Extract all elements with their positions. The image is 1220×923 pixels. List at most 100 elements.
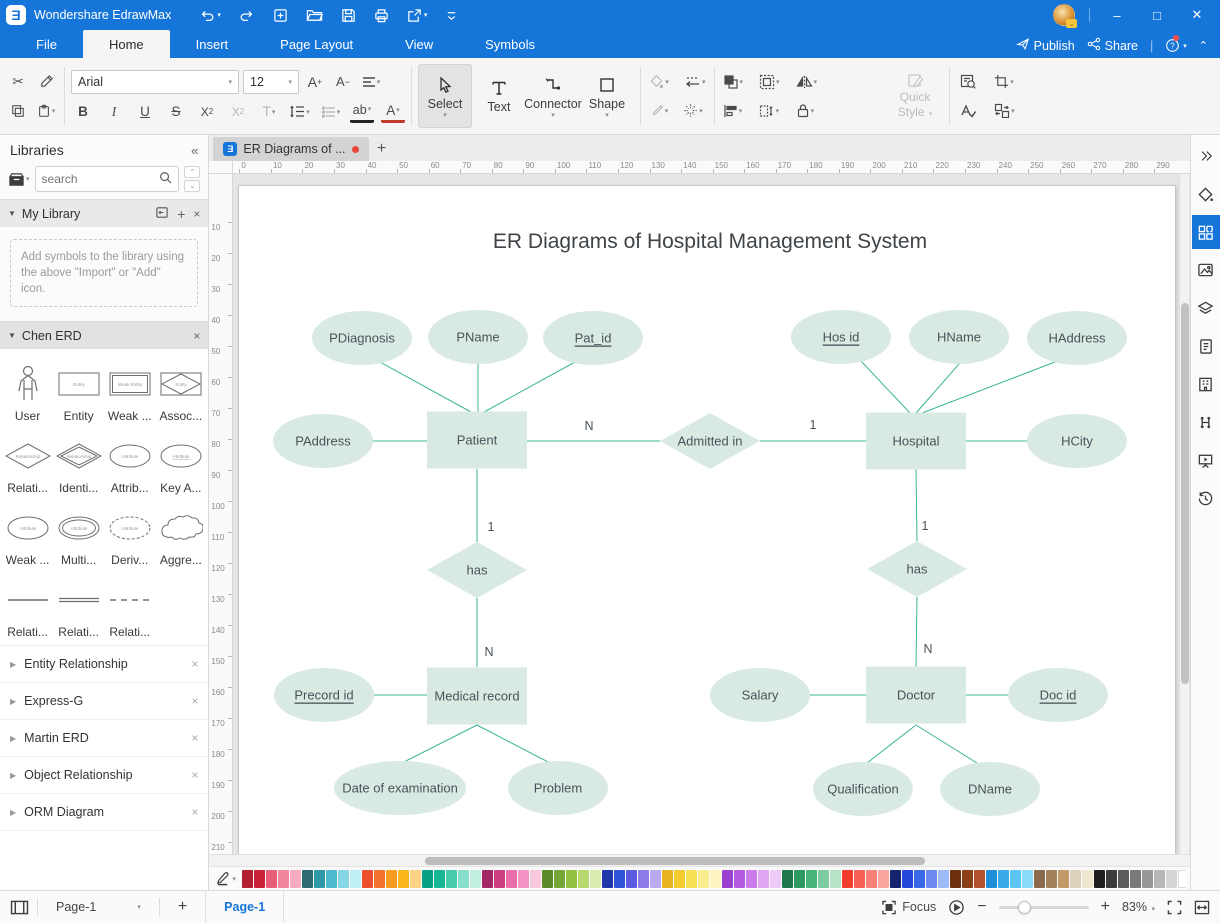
group-button[interactable]: ▾ bbox=[721, 71, 746, 93]
color-swatch[interactable] bbox=[781, 869, 793, 888]
color-swatch[interactable] bbox=[517, 869, 529, 888]
select-tool[interactable]: Select▾ bbox=[418, 64, 472, 128]
collapse-ribbon-button[interactable]: ⌃ bbox=[1198, 40, 1208, 52]
minimize-button[interactable]: – bbox=[1113, 7, 1121, 23]
scrollbar-thumb[interactable] bbox=[1181, 303, 1189, 684]
my-library-header[interactable]: ▼ My Library + × bbox=[0, 199, 209, 227]
color-swatch[interactable] bbox=[901, 869, 913, 888]
color-swatch[interactable] bbox=[457, 869, 469, 888]
bold-button[interactable]: B bbox=[78, 104, 88, 119]
strikethrough-button[interactable]: S bbox=[171, 104, 181, 119]
color-swatch[interactable] bbox=[349, 869, 361, 888]
symbol-line-solid[interactable]: Relati... bbox=[2, 571, 53, 643]
symbol-aggregation[interactable]: Aggre... bbox=[155, 499, 206, 571]
color-swatch[interactable] bbox=[373, 869, 385, 888]
menu-tab-home[interactable]: Home bbox=[82, 30, 170, 58]
er-node-admitted_in[interactable]: Admitted in bbox=[660, 413, 761, 469]
color-swatch[interactable] bbox=[805, 869, 817, 888]
line-spacing-button[interactable]: ▾ bbox=[288, 101, 312, 123]
color-swatch[interactable] bbox=[697, 869, 709, 888]
help-button[interactable]: ? ▾ bbox=[1165, 35, 1187, 53]
color-swatch[interactable] bbox=[397, 869, 409, 888]
layers-icon[interactable] bbox=[1192, 291, 1220, 325]
fill-color-button[interactable]: ▾ bbox=[647, 71, 671, 93]
close-section-icon[interactable]: × bbox=[191, 768, 199, 783]
color-swatch[interactable] bbox=[745, 869, 757, 888]
import-library-icon[interactable] bbox=[155, 206, 169, 222]
find-button[interactable] bbox=[956, 71, 980, 93]
color-swatch[interactable] bbox=[769, 869, 781, 888]
color-swatch[interactable] bbox=[1045, 869, 1057, 888]
connector-tool[interactable]: Connector▾ bbox=[524, 64, 582, 128]
container-button[interactable]: ▾ bbox=[757, 71, 782, 93]
zoom-out-button[interactable]: − bbox=[977, 898, 987, 915]
library-section-express-g[interactable]: ▶Express-G× bbox=[0, 683, 209, 721]
er-node-doctor[interactable]: Doctor bbox=[866, 666, 967, 724]
er-node-precord_id[interactable]: Precord id bbox=[274, 668, 375, 722]
er-node-pname[interactable]: PName bbox=[428, 310, 529, 364]
er-node-has2[interactable]: has bbox=[867, 541, 968, 597]
color-swatch[interactable] bbox=[925, 869, 937, 888]
er-node-qualification[interactable]: Qualification bbox=[813, 762, 914, 816]
cut-button[interactable]: ✂ bbox=[12, 73, 24, 89]
undo-icon[interactable]: ▾ bbox=[199, 8, 221, 22]
er-node-hname[interactable]: HName bbox=[909, 310, 1010, 364]
er-node-has1[interactable]: has bbox=[427, 542, 528, 598]
color-swatch[interactable] bbox=[1141, 869, 1153, 888]
color-swatch[interactable] bbox=[1129, 869, 1141, 888]
distribute-size-button[interactable]: ▾ bbox=[757, 100, 782, 122]
zoom-in-button[interactable]: + bbox=[1100, 898, 1110, 915]
library-section-entity-relationship[interactable]: ▶Entity Relationship× bbox=[0, 646, 209, 684]
er-node-pat_id[interactable]: Pat_id bbox=[543, 311, 644, 365]
scroll-down-button[interactable]: ⌄ bbox=[184, 180, 201, 192]
color-swatch[interactable] bbox=[325, 869, 337, 888]
color-swatch[interactable] bbox=[625, 869, 637, 888]
zoom-slider[interactable] bbox=[998, 900, 1089, 914]
italic-button[interactable]: I bbox=[111, 103, 117, 119]
collapse-panel-icon[interactable]: « bbox=[191, 142, 199, 158]
drawing-canvas[interactable]: ER Diagrams of Hospital Management Syste… bbox=[233, 174, 1190, 854]
color-swatch[interactable] bbox=[673, 869, 685, 888]
color-swatch[interactable] bbox=[733, 869, 745, 888]
color-swatch[interactable] bbox=[505, 869, 517, 888]
page-tab-active[interactable]: Page-1 bbox=[205, 891, 285, 923]
effects-button[interactable]: ▾ bbox=[681, 100, 705, 122]
decrease-font-button[interactable]: A− bbox=[336, 74, 350, 89]
color-swatch[interactable] bbox=[1033, 869, 1045, 888]
close-button[interactable]: ✕ bbox=[1191, 7, 1203, 22]
color-swatch[interactable] bbox=[445, 869, 457, 888]
shape-tool[interactable]: Shape▾ bbox=[580, 64, 634, 128]
color-swatch[interactable] bbox=[1153, 869, 1165, 888]
color-swatch[interactable] bbox=[853, 869, 865, 888]
close-library-icon[interactable]: × bbox=[193, 328, 201, 343]
open-file-icon[interactable] bbox=[306, 8, 323, 22]
chen-erd-header[interactable]: ▼ Chen ERD × bbox=[0, 321, 209, 350]
underline-button[interactable]: U bbox=[140, 104, 150, 119]
connection-icon[interactable] bbox=[1192, 405, 1220, 439]
library-section-object-relationship[interactable]: ▶Object Relationship× bbox=[0, 757, 209, 795]
color-swatch[interactable] bbox=[337, 869, 349, 888]
color-swatch[interactable] bbox=[253, 869, 265, 888]
presentation-icon[interactable] bbox=[1192, 443, 1220, 477]
new-document-tab-button[interactable]: + bbox=[376, 140, 387, 157]
page-overview-icon[interactable] bbox=[10, 900, 29, 915]
er-node-paddress[interactable]: PAddress bbox=[273, 414, 374, 468]
color-swatch[interactable] bbox=[1081, 869, 1093, 888]
close-library-icon[interactable]: × bbox=[193, 206, 201, 221]
fullscreen-button[interactable] bbox=[1167, 900, 1182, 915]
close-section-icon[interactable]: × bbox=[191, 657, 199, 672]
zoom-level[interactable]: 83% ▾ bbox=[1121, 900, 1155, 914]
color-swatch[interactable] bbox=[637, 869, 649, 888]
menu-tab-insert[interactable]: Insert bbox=[195, 36, 229, 52]
line-style-button[interactable]: ▾ bbox=[681, 71, 708, 93]
color-swatch[interactable] bbox=[937, 869, 949, 888]
align-button[interactable]: ▾ bbox=[721, 100, 745, 122]
color-swatch[interactable] bbox=[529, 869, 541, 888]
er-node-hos_id[interactable]: Hos id bbox=[791, 310, 892, 364]
redo-icon[interactable] bbox=[239, 8, 255, 22]
new-file-icon[interactable] bbox=[273, 8, 288, 23]
library-search[interactable] bbox=[34, 166, 180, 192]
